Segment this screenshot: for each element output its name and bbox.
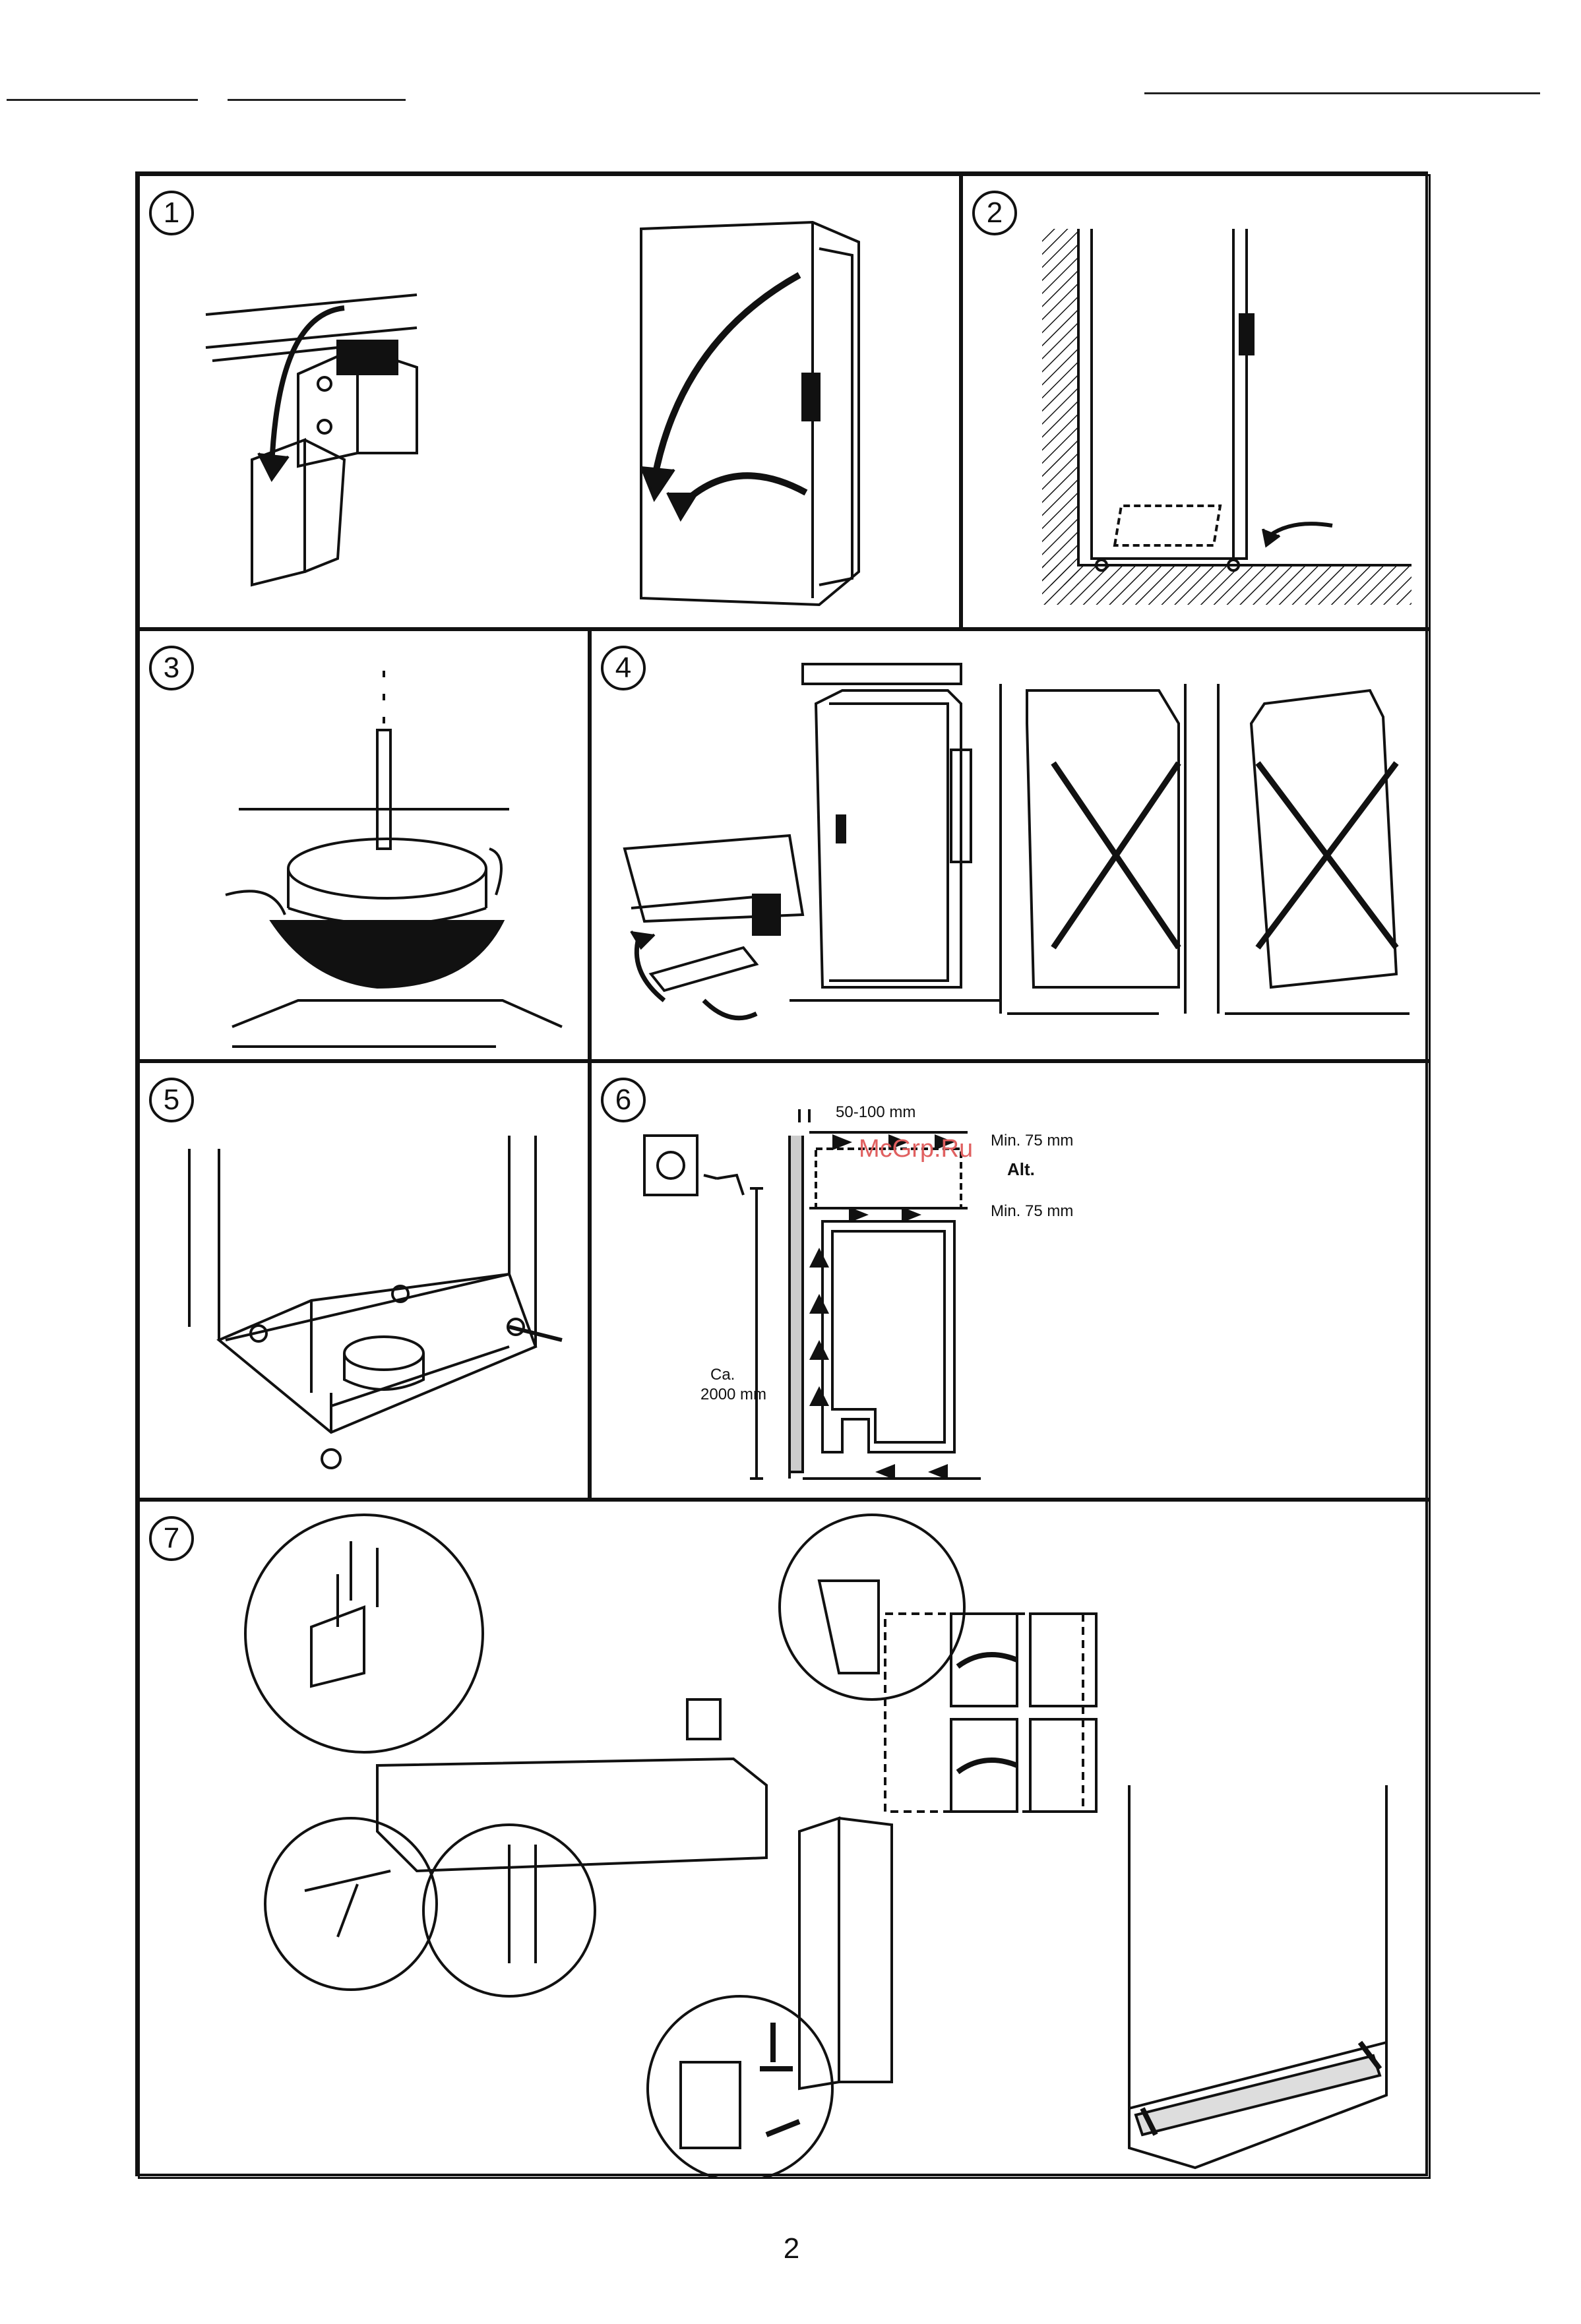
panel-3-compressor: 3 <box>138 629 590 1061</box>
door-hinge-illustration <box>140 176 961 629</box>
underside-illustration <box>140 1063 590 1500</box>
panel-5-underside: 5 <box>138 1061 590 1500</box>
min-bottom-label: Min. 75 mm <box>991 1202 1073 1220</box>
panel-2-wall-clearance: 2 <box>961 174 1431 629</box>
height-value-label: 2000 mm <box>700 1386 766 1403</box>
leveling-illustration <box>592 631 1431 1061</box>
panel-4-leveling: 4 <box>590 629 1431 1061</box>
panel-6-ventilation: 6 <box>590 1061 1431 1500</box>
watermark-text: McGrp.Ru <box>859 1135 973 1163</box>
alt-label: Alt. <box>1007 1159 1035 1179</box>
height-ca-label: Ca. <box>710 1366 735 1384</box>
illustration-frame: 1 <box>135 171 1428 2176</box>
header-rule-left-2 <box>228 99 406 101</box>
panel-7-installation: 7 <box>138 1500 1431 2179</box>
top-gap-label: 50-100 mm <box>836 1103 915 1121</box>
header-rule-left-1 <box>7 99 198 101</box>
compressor-illustration <box>140 631 590 1061</box>
installation-illustration <box>140 1502 1431 2179</box>
panel-1-door-hinge: 1 <box>138 174 961 629</box>
wall-clearance-illustration <box>963 176 1431 629</box>
ventilation-illustration: 50-100 mm Min. 75 mm Alt. Min. 75 mm Ca.… <box>592 1063 1431 1500</box>
page-number: 2 <box>765 2232 818 2265</box>
header-rule-right <box>1144 92 1540 94</box>
min-top-label: Min. 75 mm <box>991 1132 1073 1149</box>
